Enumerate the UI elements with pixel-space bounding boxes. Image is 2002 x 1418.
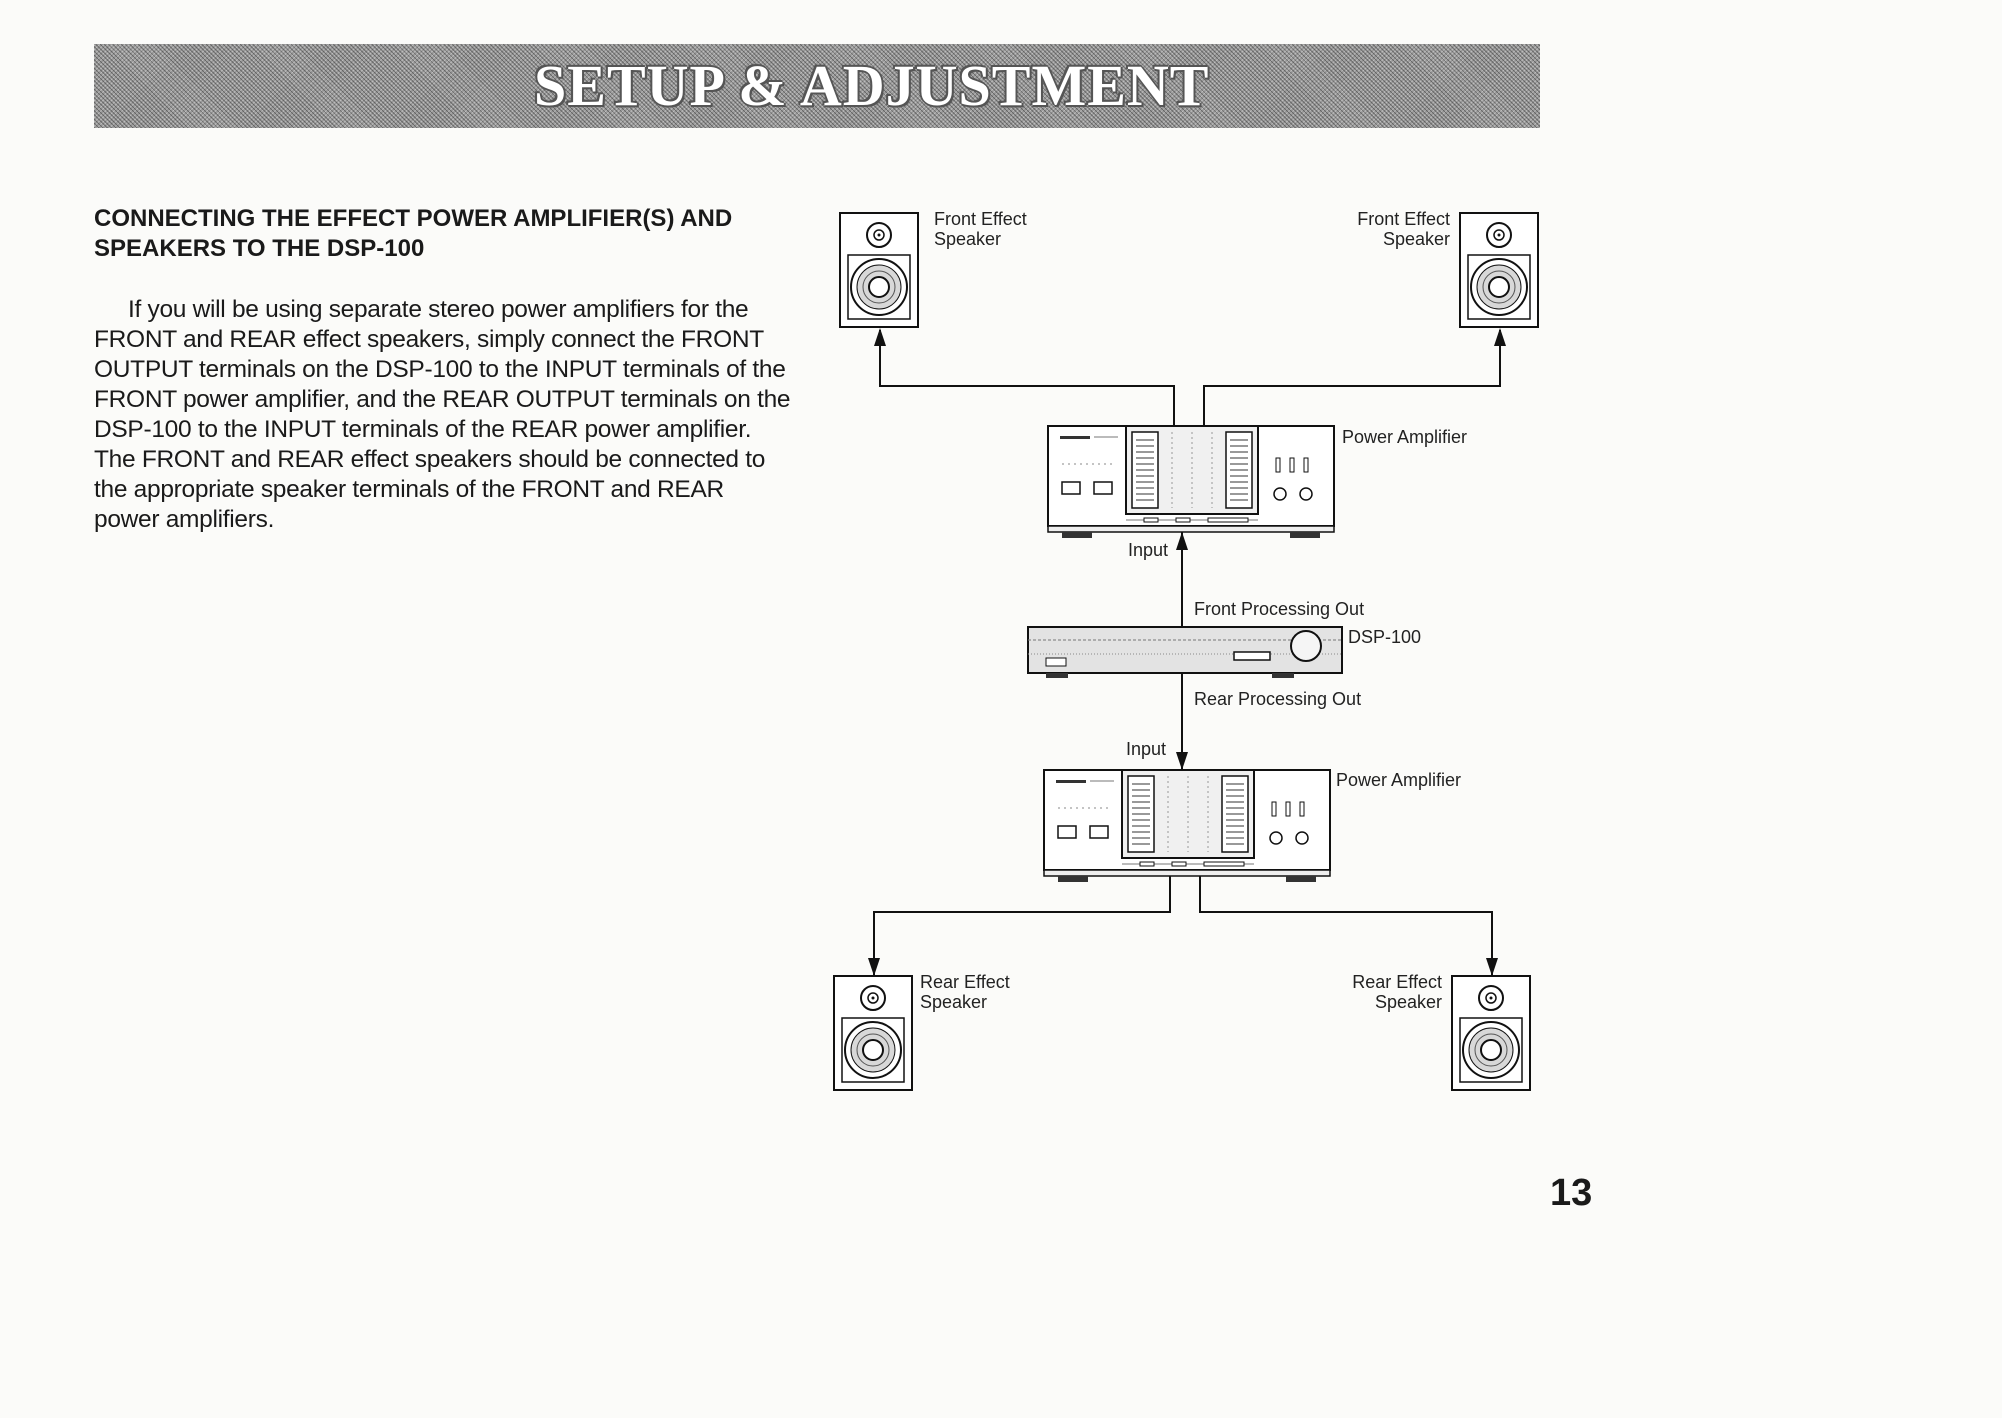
front-amplifier-label: Power Amplifier [1342,427,1467,447]
front-amplifier-icon [1047,425,1335,539]
front-left-speaker-label-2: Speaker [934,229,1001,249]
front-processing-out-label: Front Processing Out [1194,599,1364,619]
page-number: 13 [1550,1172,1593,1214]
rear-left-speaker-label-2: Speaker [920,992,987,1012]
front-right-speaker-icon [1459,212,1539,328]
front-right-speaker-label: Front Effect [1357,209,1450,229]
dsp-100-unit-icon [1027,626,1343,678]
section-heading: CONNECTING THE EFFECT POWER AMPLIFIER(S)… [94,205,733,262]
arrowheads [868,328,1506,976]
connection-wires [873,330,1501,976]
front-left-speaker-label: Front Effect [934,209,1027,229]
rear-processing-out-label: Rear Processing Out [1194,689,1361,709]
rear-right-speaker-label: Rear Effect [1352,972,1442,992]
header-banner [94,44,1540,128]
rear-amplifier-label: Power Amplifier [1336,770,1461,790]
rear-input-label: Input [1126,739,1166,759]
rear-right-speaker-icon [1451,975,1531,1091]
front-right-speaker-label-2: Speaker [1383,229,1450,249]
body-paragraph: If you will be using separate stereo pow… [94,296,791,533]
page-title: SETUP & ADJUSTMENT [534,53,1210,118]
rear-amplifier-icon [1043,769,1331,883]
front-left-speaker-icon [839,212,919,328]
rear-left-speaker-label: Rear Effect [920,972,1010,992]
rear-left-speaker-icon [833,975,913,1091]
front-input-label: Input [1128,540,1168,560]
rear-right-speaker-label-2: Speaker [1375,992,1442,1012]
dsp-100-label: DSP-100 [1348,627,1421,647]
